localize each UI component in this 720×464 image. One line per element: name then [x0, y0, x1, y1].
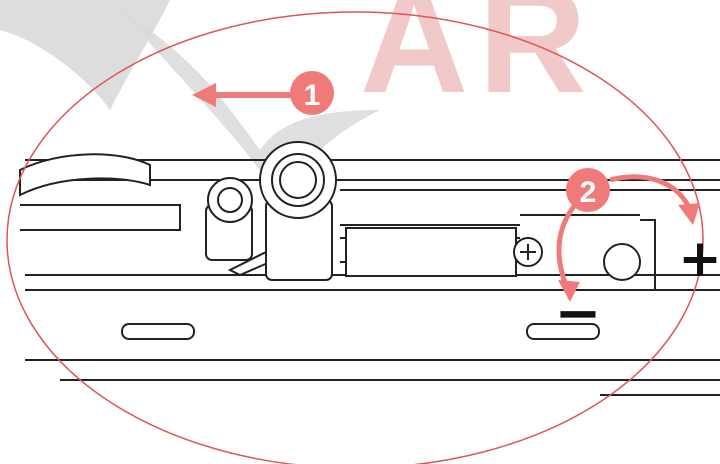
- knob-icon: [603, 243, 641, 281]
- step-2-number: 2: [580, 176, 597, 209]
- arrowhead-minus: [558, 280, 580, 302]
- arrow-left-icon: [192, 83, 292, 107]
- watermark-text: AR: [360, 0, 597, 124]
- plus-sign: +: [678, 229, 720, 289]
- step-2-badge: 2: [566, 168, 610, 212]
- minus-sign: −: [555, 281, 602, 346]
- slot-right: [526, 323, 600, 340]
- step-1-number: 1: [304, 79, 321, 112]
- bolt-icon: [259, 141, 337, 281]
- step-1-badge: 1: [290, 71, 334, 115]
- highlight-outline: [6, 11, 704, 464]
- slot-left: [121, 323, 195, 340]
- slots: [121, 323, 600, 340]
- watermark-gray-swoosh: [120, 10, 380, 200]
- screw-icon: [513, 237, 543, 267]
- watermark-gray-shape: [0, 0, 170, 110]
- housing: [19, 153, 720, 396]
- small-bolt-icon: [205, 177, 253, 261]
- arrowhead-plus: [678, 203, 700, 225]
